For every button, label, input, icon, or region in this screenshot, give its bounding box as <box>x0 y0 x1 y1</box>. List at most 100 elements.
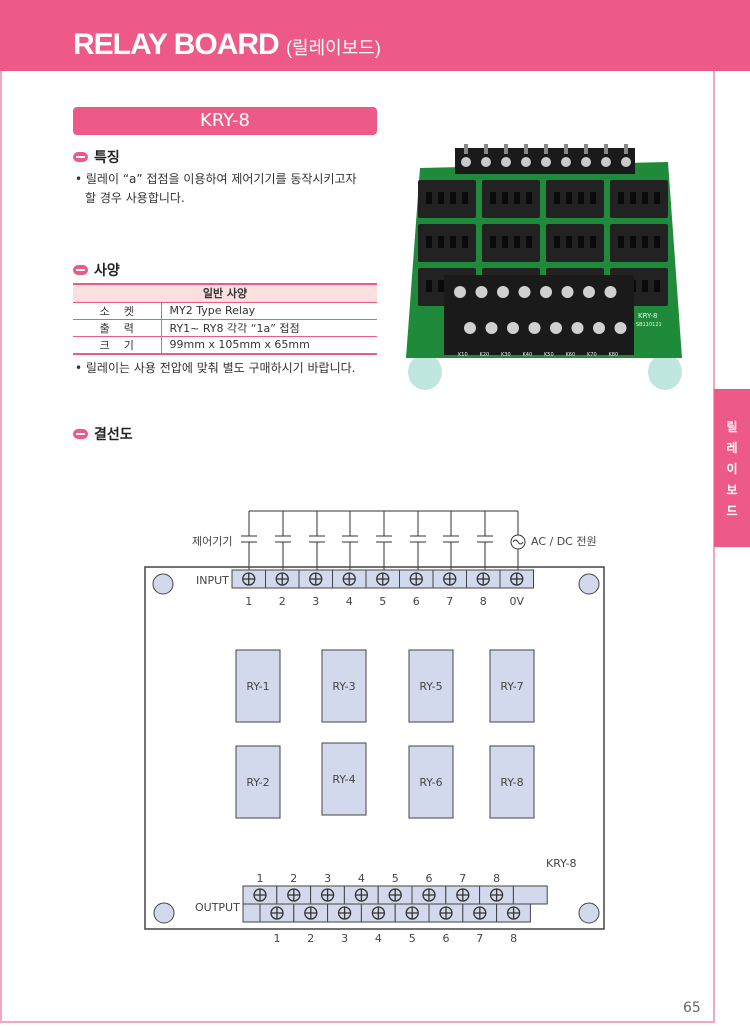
contact-symbol <box>410 511 426 579</box>
spec-value: MY2 Type Relay <box>161 302 377 320</box>
screw-cross <box>477 573 490 585</box>
screw-icon <box>476 572 490 586</box>
relay-socket <box>610 224 668 262</box>
screw-icon <box>454 286 466 298</box>
screw-icon <box>528 322 541 334</box>
text-line: 할 경우 사용합니다. <box>85 191 185 205</box>
screw-cross <box>271 907 283 919</box>
screw-cross <box>510 573 523 585</box>
features-heading: 특징 <box>73 147 120 167</box>
tab-char: 보 <box>726 482 738 497</box>
tab-char: 드 <box>726 503 738 518</box>
screw-icon <box>337 906 352 920</box>
relay-box <box>489 745 535 819</box>
screw-icon <box>583 286 595 298</box>
page-header <box>0 0 750 71</box>
socket-hole <box>618 192 624 204</box>
terminal-pin <box>624 144 628 154</box>
input-number: 3 <box>312 595 319 608</box>
screw-icon <box>270 906 284 920</box>
socket-hole <box>654 192 660 204</box>
mounting-hole <box>578 573 600 595</box>
frame-line <box>0 71 2 1023</box>
sine-icon <box>512 539 524 545</box>
socket-hole <box>450 192 456 204</box>
output-terminal-cell <box>394 903 430 923</box>
screw-cross <box>389 889 402 901</box>
screw-icon <box>376 572 390 586</box>
side-index-tab[interactable]: 릴 레 이 보 드 <box>714 389 750 547</box>
socket-hole <box>578 236 584 248</box>
screw-icon <box>581 157 591 167</box>
relay-label: RY-4 <box>332 773 355 786</box>
socket-hole <box>438 236 444 248</box>
pcb-terminal-label: K40 <box>523 352 533 358</box>
terminal-pin <box>484 144 488 154</box>
contact-symbol <box>443 511 459 579</box>
screw-icon <box>481 157 491 167</box>
standoff <box>408 354 442 390</box>
section-bullet-icon <box>73 265 88 275</box>
output-terminal-cell <box>445 885 481 905</box>
socket-hole <box>526 236 532 248</box>
board-outline <box>144 566 605 930</box>
pcb-terminal-label: K80 <box>609 352 619 358</box>
screw-icon <box>405 906 419 920</box>
screw-cross <box>440 907 452 919</box>
socket-hole <box>566 192 572 204</box>
terminal-block <box>444 275 634 355</box>
screw-icon <box>561 286 574 298</box>
screw-icon <box>485 322 498 334</box>
output-number-bottom: 1 <box>274 932 281 945</box>
screw-icon <box>320 888 335 902</box>
pcb-terminal-label: K30 <box>501 352 511 358</box>
screw-icon <box>510 572 524 586</box>
text-line: • 릴레이 “a” 접점을 이용하여 제어기기를 동작시키고자 <box>75 172 357 186</box>
relay-box <box>321 649 367 723</box>
screw-cross <box>343 573 356 585</box>
heading-text: 특징 <box>94 150 120 166</box>
screw-icon <box>489 888 504 902</box>
output-number-top: 8 <box>493 872 500 885</box>
screw-icon <box>604 286 617 298</box>
screw-cross <box>507 907 520 919</box>
screw-icon <box>561 157 571 167</box>
socket-hole <box>490 236 496 248</box>
socket-hole <box>502 192 508 204</box>
output-terminal-cell <box>462 903 498 923</box>
screw-icon <box>464 322 476 334</box>
terminal-pin <box>544 144 548 154</box>
heading-text: 결선도 <box>94 427 133 443</box>
relay-socket <box>482 224 540 262</box>
output-number-top: 5 <box>392 872 399 885</box>
input-terminal-cell <box>231 569 266 589</box>
relay-box <box>321 742 367 816</box>
screw-icon <box>507 322 519 334</box>
screw-cross <box>242 573 255 585</box>
screw-icon <box>518 286 531 298</box>
tab-char: 릴 <box>726 419 738 434</box>
output-number-bottom: 4 <box>375 932 382 945</box>
board-model-label: KRY-8 <box>546 857 577 870</box>
screw-cross <box>254 889 266 901</box>
output-label: OUTPUT <box>195 901 240 914</box>
socket-hole <box>462 236 468 248</box>
output-terminal-cell <box>360 903 396 923</box>
relay-socket <box>546 180 604 218</box>
relay-label: RY-5 <box>419 680 442 693</box>
input-number: 8 <box>480 595 487 608</box>
input-terminal-cell <box>298 569 333 589</box>
socket-hole <box>566 236 572 248</box>
tab-char: 레 <box>726 440 738 455</box>
standoff <box>648 354 682 390</box>
socket-hole <box>590 236 596 248</box>
screw-icon <box>309 572 323 586</box>
input-number: 2 <box>279 595 286 608</box>
screw-icon <box>501 157 511 167</box>
output-terminal-cell <box>327 903 362 923</box>
